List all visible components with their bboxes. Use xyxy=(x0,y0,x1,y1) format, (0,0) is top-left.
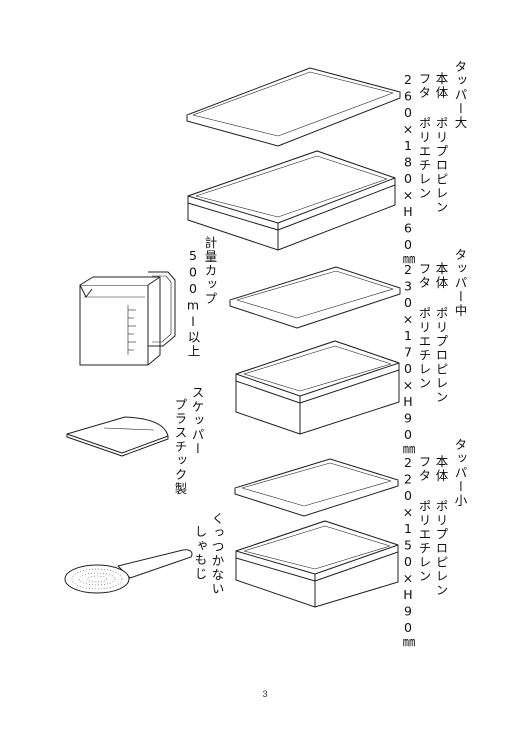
tupper-medium-size: 230×170×H90㎜ xyxy=(400,262,416,458)
tupper-small-lid-drawing xyxy=(234,458,399,517)
scraper-material: プラスチック製 xyxy=(172,398,188,496)
page-number: 3 xyxy=(262,689,268,699)
tupper-medium-lid-drawing xyxy=(229,266,401,329)
tupper-large-size: 260×180×H60㎜ xyxy=(400,72,416,268)
tupper-large-lid-material: フタ ポリエチレン xyxy=(416,72,432,201)
tupper-small-lid-material: フタ ポリエチレン xyxy=(416,455,432,584)
rice-paddle-drawing xyxy=(64,549,193,594)
tupper-medium-body-drawing xyxy=(235,340,400,435)
scraper-drawing xyxy=(66,416,169,457)
tupper-large-lid-drawing xyxy=(186,67,401,147)
measuring-cup-name: 計量カップ xyxy=(202,236,218,306)
measuring-cup-drawing xyxy=(79,271,176,366)
measuring-cup-capacity: 500ml以上 xyxy=(185,248,201,359)
tupper-small-body-drawing xyxy=(235,520,399,608)
scraper-name: スケッパー xyxy=(189,386,205,456)
tupper-small-body-material: 本体 ポリプロピレン xyxy=(433,455,449,598)
rice-paddle-label-line1: くっつかない xyxy=(209,512,225,596)
rice-paddle-label-line2: しゃもじ xyxy=(192,525,208,581)
tupper-medium-name: タッパー中 xyxy=(452,248,468,318)
tupper-medium-body-material: 本体 ポリプロピレン xyxy=(433,262,449,405)
tupper-large-name: タッパー大 xyxy=(452,60,468,130)
tupper-small-name: タッパー小 xyxy=(452,438,468,508)
tupper-large-body-material: 本体 ポリプロピレン xyxy=(433,72,449,215)
tupper-medium-lid-material: フタ ポリエチレン xyxy=(416,262,432,391)
tupper-large-body-drawing xyxy=(187,150,396,251)
tupper-small-size: 220×150×H90㎜ xyxy=(400,455,416,651)
